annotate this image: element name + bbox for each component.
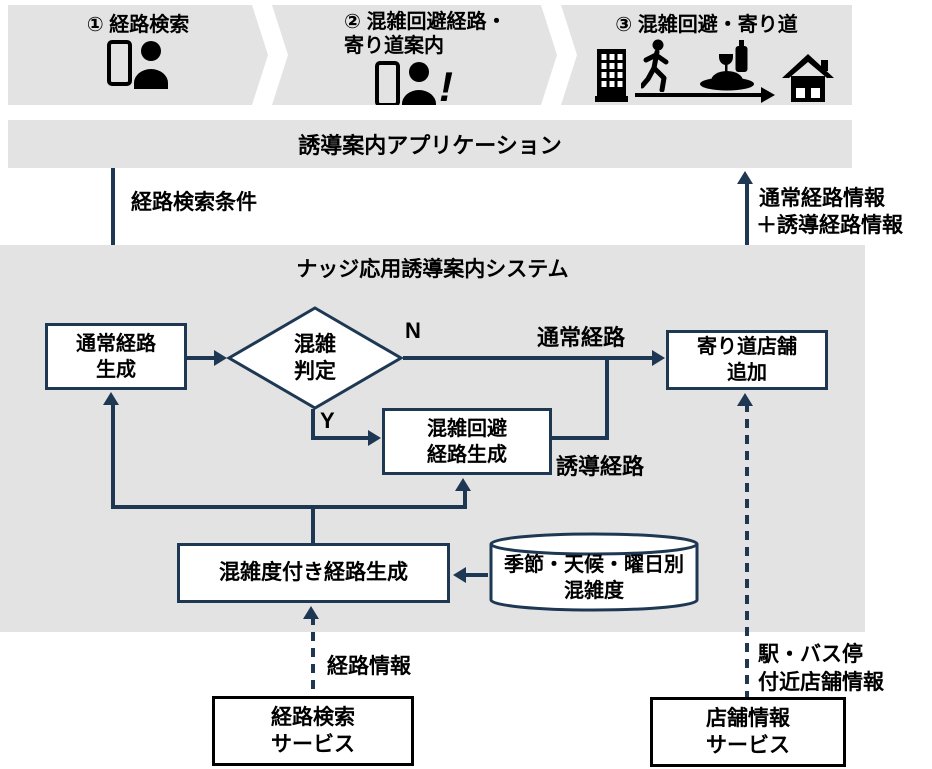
app-banner: 誘導案内アプリケーション bbox=[8, 120, 852, 168]
label-branch-no: N bbox=[405, 318, 421, 343]
edge-avoid-gen-out-h bbox=[552, 436, 609, 440]
edge-check-yes-right bbox=[311, 436, 369, 440]
edge-avoid-gen-out-v bbox=[605, 358, 609, 440]
node-store-info-service: 店舗情報 サービス bbox=[650, 697, 846, 767]
node-detour-store-add: 寄り道店舗 追加 bbox=[666, 330, 828, 390]
label-output-line2: ＋誘導経路情報 bbox=[756, 214, 903, 237]
edge-db-to-congestion-gen bbox=[463, 573, 488, 577]
walking-person-icon bbox=[641, 39, 669, 92]
edge-normal-route-to-check bbox=[187, 356, 217, 360]
edge-feedback-left-up bbox=[111, 402, 115, 509]
node-congestion-db-cylinder bbox=[489, 532, 699, 612]
process-step-2-label: ② 混雑回避経路・ 寄り道案内 bbox=[344, 11, 507, 57]
process-step-1-label: ① 経路検索 bbox=[86, 14, 190, 36]
arrowhead-into-congestion-gen bbox=[450, 567, 466, 583]
process-band: ① 経路検索 ② 混雑回避経路・ 寄り道案内 ! ③ 混 bbox=[8, 5, 852, 105]
process-step-3: ③ 混雑回避・寄り道 bbox=[561, 5, 852, 105]
smartphone-user-icon bbox=[105, 39, 171, 89]
building-icon bbox=[595, 49, 628, 102]
label-guided-route: 誘導経路 bbox=[556, 454, 645, 479]
node-congestion-route-gen: 混雑度付き経路生成 bbox=[177, 543, 450, 603]
label-store-info-line2: 付近店舗情報 bbox=[758, 671, 884, 694]
arrowhead-into-app-banner bbox=[737, 168, 753, 184]
edge-congestion-gen-branch bbox=[311, 507, 315, 543]
node-normal-route-gen: 通常経路 生成 bbox=[45, 323, 187, 390]
label-route-search-condition: 経路検索条件 bbox=[131, 191, 257, 214]
route-arrow-head-icon bbox=[761, 87, 775, 103]
arrowhead-into-check bbox=[214, 350, 230, 366]
node-route-search-service: 経路検索 サービス bbox=[212, 696, 414, 766]
food-drink-icon bbox=[700, 40, 754, 91]
edge-check-yes-down bbox=[311, 409, 315, 440]
arrowhead-into-detour bbox=[652, 350, 668, 366]
label-normal-route: 通常経路 bbox=[537, 325, 626, 350]
arrowhead-into-normal-route-bottom bbox=[103, 389, 119, 405]
process-step-1: ① 経路検索 bbox=[8, 5, 268, 105]
app-banner-title: 誘導案内アプリケーション bbox=[298, 133, 562, 158]
arrowhead-into-congestion-gen-bottom bbox=[303, 603, 319, 619]
node-congestion-avoid-gen: 混雑回避 経路生成 bbox=[382, 408, 552, 475]
node-congestion-check-diamond bbox=[226, 306, 404, 410]
smartphone-user-alert-icon: ! bbox=[373, 60, 457, 110]
edge-app-to-normal-route bbox=[111, 168, 115, 311]
edge-store-service-dashed bbox=[745, 403, 749, 697]
label-store-info-line1: 駅・バス停 bbox=[758, 643, 863, 666]
edge-check-no-to-detour bbox=[403, 356, 655, 360]
system-panel-title: ナッジ応用誘導案内システム bbox=[296, 258, 569, 281]
arrowhead-into-avoid-gen bbox=[368, 430, 384, 446]
node-congestion-check-label: 混雑 判定 bbox=[294, 332, 336, 383]
route-arrow-icon bbox=[635, 93, 763, 97]
house-icon bbox=[782, 54, 834, 102]
edge-feedback-right-up bbox=[463, 488, 467, 509]
node-congestion-db-label: 季節・天候・曜日別 混雑度 bbox=[504, 554, 684, 602]
arrowhead-into-avoid-gen-bottom bbox=[455, 475, 471, 491]
label-branch-yes: Y bbox=[320, 408, 335, 433]
edge-feedback-horizontal bbox=[111, 505, 467, 509]
label-route-info: 経路情報 bbox=[327, 655, 411, 678]
label-output-line1: 通常経路情報 bbox=[759, 187, 885, 210]
edge-route-service-dashed bbox=[311, 616, 315, 696]
process-step-2: ② 混雑回避経路・ 寄り道案内 ! bbox=[272, 5, 557, 105]
svg-text:!: ! bbox=[439, 63, 453, 110]
process-step-3-label: ③ 混雑回避・寄り道 bbox=[615, 14, 798, 36]
arrowhead-into-detour-bottom bbox=[737, 390, 753, 406]
